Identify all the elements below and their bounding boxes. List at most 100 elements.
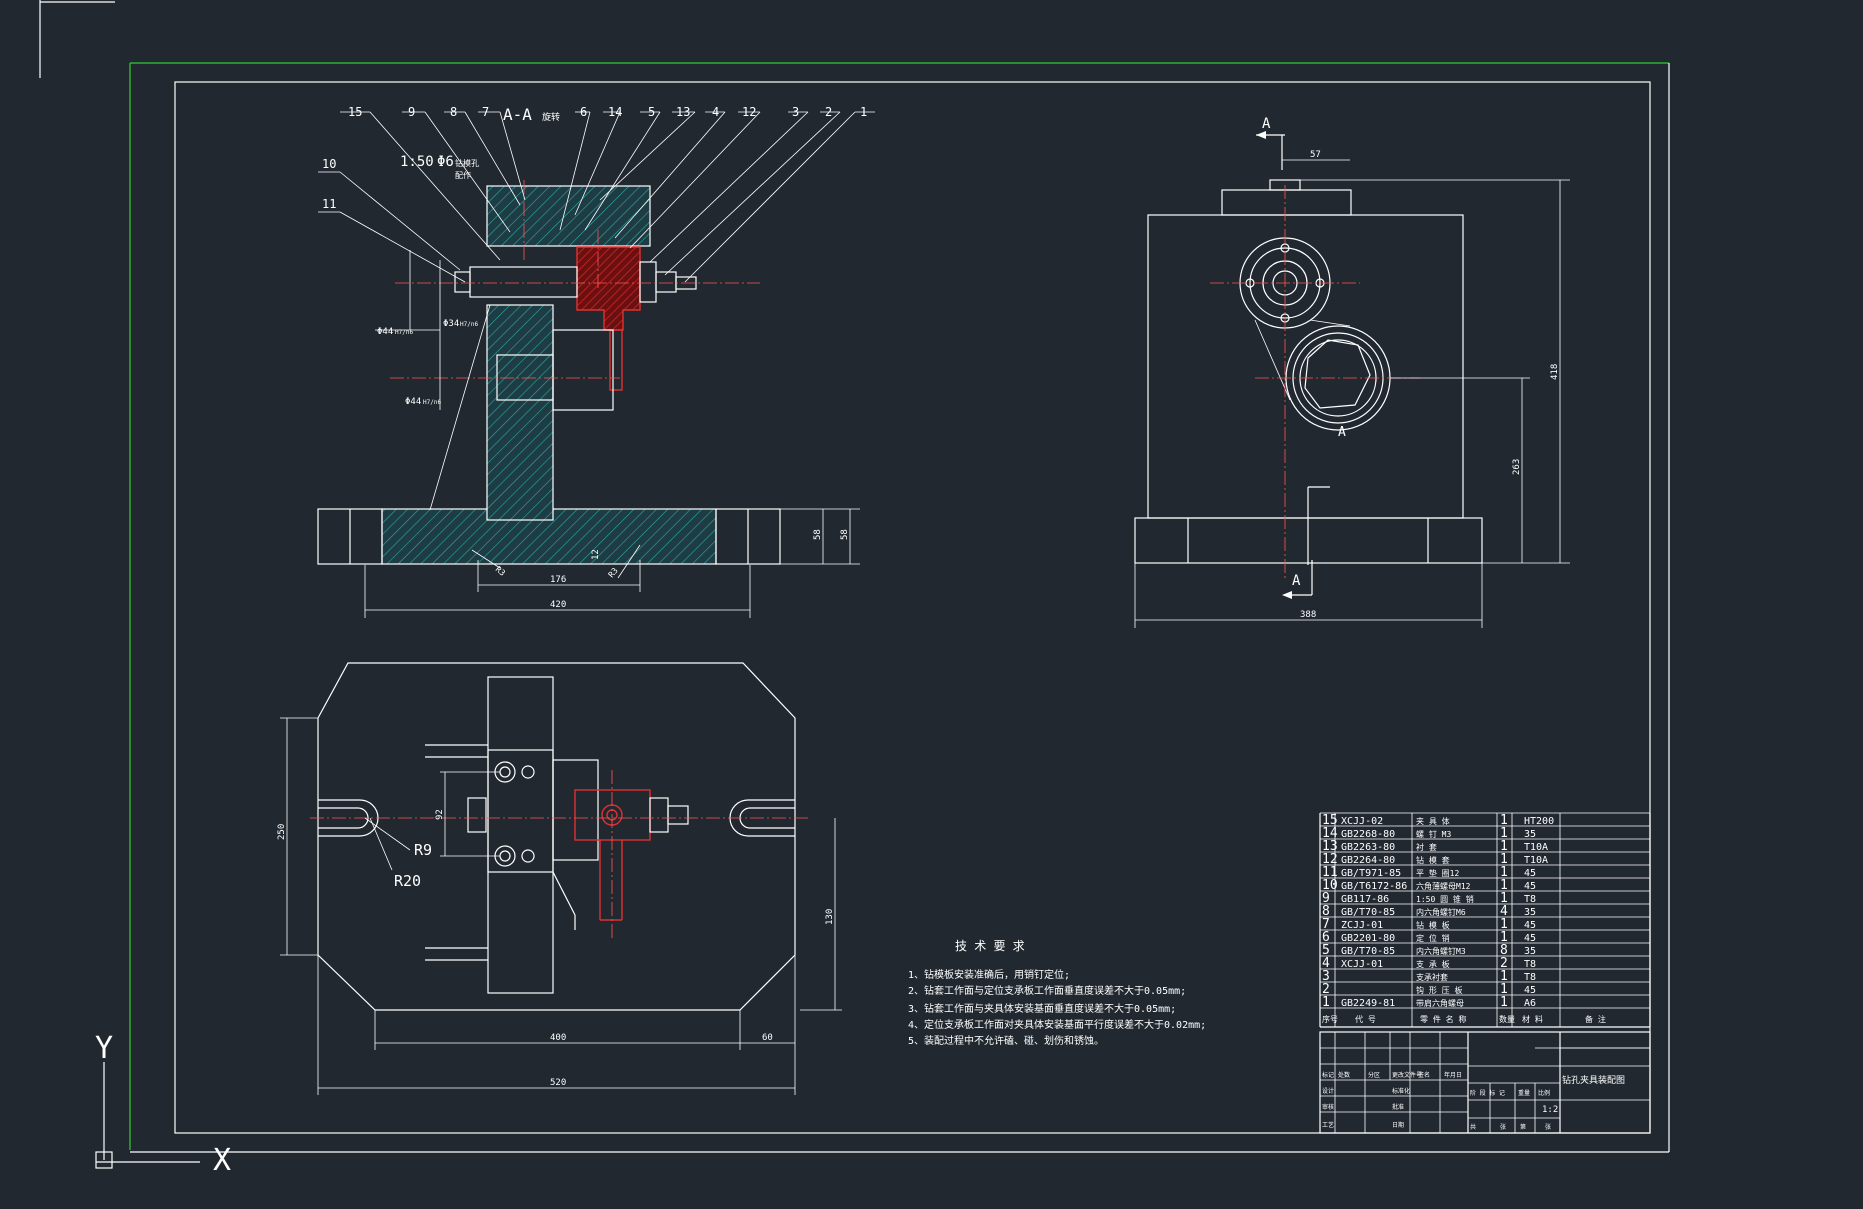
bom-cell-name: 衬 套 xyxy=(1416,842,1437,852)
dim-plan-width-total: 520 xyxy=(550,1078,566,1088)
callout-3: 3 xyxy=(792,105,799,119)
ucs-x-label: X xyxy=(213,1143,231,1178)
callout-12: 12 xyxy=(742,105,756,119)
bom-cell-code: GB/T70-85 xyxy=(1341,907,1395,918)
tb-sheet-a: 张 xyxy=(1500,1123,1506,1131)
bom-cell-no: 6 xyxy=(1322,930,1330,945)
callout-14: 14 xyxy=(608,105,622,119)
side-view[interactable]: A A A 57 418 263 388 xyxy=(1134,116,1570,628)
bom-cell-qty: 4 xyxy=(1500,904,1508,919)
callouts: 15 9 8 7 6 14 5 13 4 12 3 2 1 10 11 xyxy=(318,105,875,511)
title-block[interactable]: 钻孔夹具装配图 1:2 标记 处数 分区 更改文件号 签名 年月日 设计 审核 … xyxy=(1319,1031,1651,1134)
tech-item-5: 5、装配过程中不允许磕、碰、划伤和锈蚀。 xyxy=(908,1034,1104,1047)
bom-header-remark: 备 注 xyxy=(1585,1014,1606,1024)
section-mark-mid: A xyxy=(1338,425,1346,440)
dim-plan-inner: 92 xyxy=(435,809,445,820)
diameter-1: Φ44 xyxy=(377,327,393,337)
plan-view[interactable]: 250 92 130 400 60 520 R9 R20 xyxy=(277,662,842,1095)
dim-inner: 176 xyxy=(550,575,566,585)
tb-label-standard: 标准化 xyxy=(1392,1087,1410,1095)
tb-label-mark: 标记 xyxy=(1322,1071,1334,1079)
bom-cell-code: GB2268-80 xyxy=(1341,829,1395,840)
bom-cell-no: 7 xyxy=(1322,917,1330,932)
technical-requirements: 技 术 要 求 1、钻模板安装准确后，用销钉定位; 2、钻套工作面与定位支承板工… xyxy=(908,939,1206,1047)
bom-cell-material: 45 xyxy=(1524,881,1536,892)
callout-4: 4 xyxy=(712,105,719,119)
radius-large: R20 xyxy=(394,872,421,890)
tb-label-design: 设计 xyxy=(1322,1087,1334,1095)
bom-cell-name: 支承衬套 xyxy=(1416,972,1448,982)
radius-small: R9 xyxy=(414,841,432,859)
tb-label-stage: 阶 段 标 记 xyxy=(1470,1089,1505,1097)
bom-cell-no: 12 xyxy=(1322,852,1338,867)
callout-15: 15 xyxy=(348,105,362,119)
tech-title: 技 术 要 求 xyxy=(955,939,1025,953)
dim-plan-edge: 60 xyxy=(762,1033,773,1043)
column-hatched xyxy=(486,304,554,521)
tb-label-count: 处数 xyxy=(1338,1071,1350,1079)
bom-cell-code: GB/T70-85 xyxy=(1341,946,1395,957)
diameter-2: Φ34 xyxy=(443,319,459,329)
bom-cell-no: 11 xyxy=(1322,865,1338,880)
fit-note: 1:50 xyxy=(400,154,434,170)
hole-note-3: 配作 xyxy=(455,170,471,180)
bom-cell-qty: 1 xyxy=(1500,826,1508,841)
callout-7: 7 xyxy=(482,105,489,119)
tb-label-sign: 签名 xyxy=(1418,1071,1430,1079)
tb-sheet-no: 第 xyxy=(1520,1123,1526,1131)
dim-small-a: 12 xyxy=(591,549,601,560)
bom-cell-name: 螺 钉 M3 xyxy=(1416,829,1451,839)
callout-10: 10 xyxy=(322,157,336,171)
bom-cell-code: GB117-86 xyxy=(1341,894,1389,905)
ucs-axis-icon: Y X xyxy=(95,1031,231,1178)
bom-cell-qty: 1 xyxy=(1500,839,1508,854)
bom-cell-code: GB2264-80 xyxy=(1341,855,1395,866)
dim-height-total: 418 xyxy=(1550,364,1560,380)
bom-cell-code: GB/T6172-86 xyxy=(1341,881,1407,892)
tb-label-approve: 批准 xyxy=(1392,1103,1404,1111)
bom-cell-no: 3 xyxy=(1322,969,1330,984)
bom-cell-material: 45 xyxy=(1524,985,1536,996)
hook-clamp-red xyxy=(576,246,641,331)
section-title-suffix: 旋转 xyxy=(542,111,560,123)
ucs-y-label: Y xyxy=(95,1031,113,1066)
tb-label-zone: 分区 xyxy=(1368,1071,1380,1079)
tech-item-1: 1、钻模板安装准确后，用销钉定位; xyxy=(908,968,1070,981)
tech-item-3: 3、钻套工作面与夹具体安装基面垂直度误差不大于0.05mm; xyxy=(908,1002,1176,1015)
dim-angle-b: R3 xyxy=(607,566,620,579)
dim-angle-a: R3 xyxy=(494,565,507,578)
bom-cell-qty: 1 xyxy=(1500,865,1508,880)
bom-cell-material: T10A xyxy=(1524,855,1548,866)
bom-cell-qty: 1 xyxy=(1500,852,1508,867)
bom-cell-code: GB2249-81 xyxy=(1341,998,1395,1009)
bom-cell-qty: 2 xyxy=(1500,956,1508,971)
bom-cell-qty: 1 xyxy=(1500,930,1508,945)
hole-note: Φ6 xyxy=(437,154,454,170)
bom-cell-code: ZCJJ-01 xyxy=(1341,920,1383,931)
dim-height-a: 58 xyxy=(813,529,823,540)
diameter-3-fit: H7/n6 xyxy=(423,399,441,406)
tech-item-2: 2、钻套工作面与定位支承板工作面垂直度误差不大于0.05mm; xyxy=(908,984,1186,997)
dim-plan-height: 250 xyxy=(277,824,287,840)
bom-cell-material: T10A xyxy=(1524,842,1548,853)
bom-cell-code: GB/T971-85 xyxy=(1341,868,1401,879)
section-mark-bottom: A xyxy=(1292,573,1301,589)
bom-cell-name: 钻 模 板 xyxy=(1416,920,1450,930)
bom-cell-no: 15 xyxy=(1322,813,1338,828)
dim-plan-width-inner: 400 xyxy=(550,1033,566,1043)
diameter-1-fit: H7/n6 xyxy=(395,329,413,336)
bom-cell-name: 平 垫 圈12 xyxy=(1416,868,1459,878)
drawing-name: 钻孔夹具装配图 xyxy=(1562,1074,1625,1086)
bom-cell-name: 支 承 板 xyxy=(1416,959,1450,969)
section-view-a-a[interactable]: 15 9 8 7 6 14 5 13 4 12 3 2 1 10 11 A-A … xyxy=(317,105,875,618)
callout-2: 2 xyxy=(825,105,832,119)
bom-cell-material: T8 xyxy=(1524,894,1536,905)
bom-cell-no: 2 xyxy=(1322,982,1330,997)
tb-label-day: 日期 xyxy=(1392,1121,1404,1129)
bom-cell-no: 9 xyxy=(1322,891,1330,906)
callout-9: 9 xyxy=(408,105,415,119)
bom-cell-name: 内六角螺钉M6 xyxy=(1416,907,1466,917)
tb-label-scale: 比例 xyxy=(1538,1089,1550,1097)
